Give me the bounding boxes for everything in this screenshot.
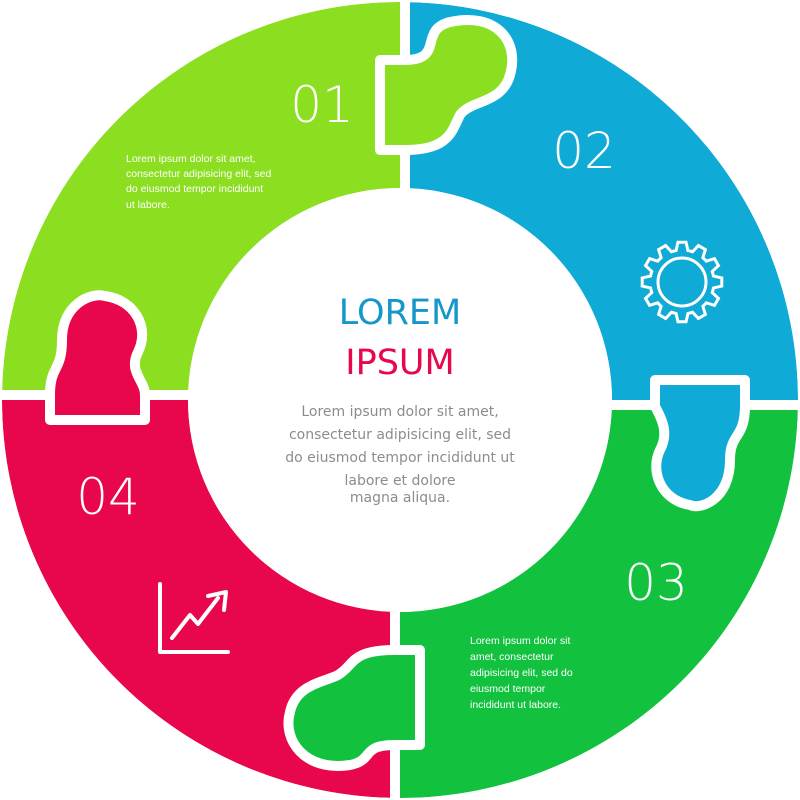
center-title-line2: IPSUM [345,343,454,383]
segment-03-text-line: Lorem ipsum dolor sit [470,635,570,647]
rising-chart-icon [158,582,230,654]
puzzle-knob-04 [45,290,150,425]
segment-03-text-line: eiusmod tempor [470,683,546,695]
segment-03-text: Lorem ipsum dolor sit amet, consectetur … [470,635,573,711]
center-body-line: do eiusmod tempor incididunt ut [285,450,515,466]
segment-01-number: 01 [290,76,354,134]
center-body-line: Lorem ipsum dolor sit amet, [301,404,498,420]
segment-03-text-line: adipisicing elit, sed do [470,667,573,679]
segment-01-text-line: Lorem ipsum dolor sit amet, [126,153,256,165]
center-body-line: labore et dolore [345,473,456,489]
puzzle-knob-02 [650,375,750,512]
segment-01-text: Lorem ipsum dolor sit amet, consectetur … [126,153,271,211]
gear-icon [640,240,724,324]
segment-04-number: 04 [76,468,140,526]
segment-01-text-line: consectetur adipisicing elit, sed [126,168,271,180]
center-body: Lorem ipsum dolor sit amet, consectetur … [285,404,515,506]
segment-03-number: 03 [624,554,688,612]
center-title-line1: LOREM [339,293,461,333]
puzzle-knob-03 [283,645,425,771]
segment-01-text-line: do eiusmod tempor incididunt [126,183,263,195]
segment-03-text-line: incididunt ut labore. [470,699,561,711]
center-body-line: magna aliqua. [350,490,450,506]
center-disc [188,188,612,612]
segment-03-text-line: amet, consectetur [470,651,554,663]
puzzle-knob-01 [375,15,518,155]
segment-01-text-line: ut labore. [126,199,170,211]
segment-02-number: 02 [552,122,616,180]
center-body-line: consectetur adipisicing elit, sed [289,427,511,443]
